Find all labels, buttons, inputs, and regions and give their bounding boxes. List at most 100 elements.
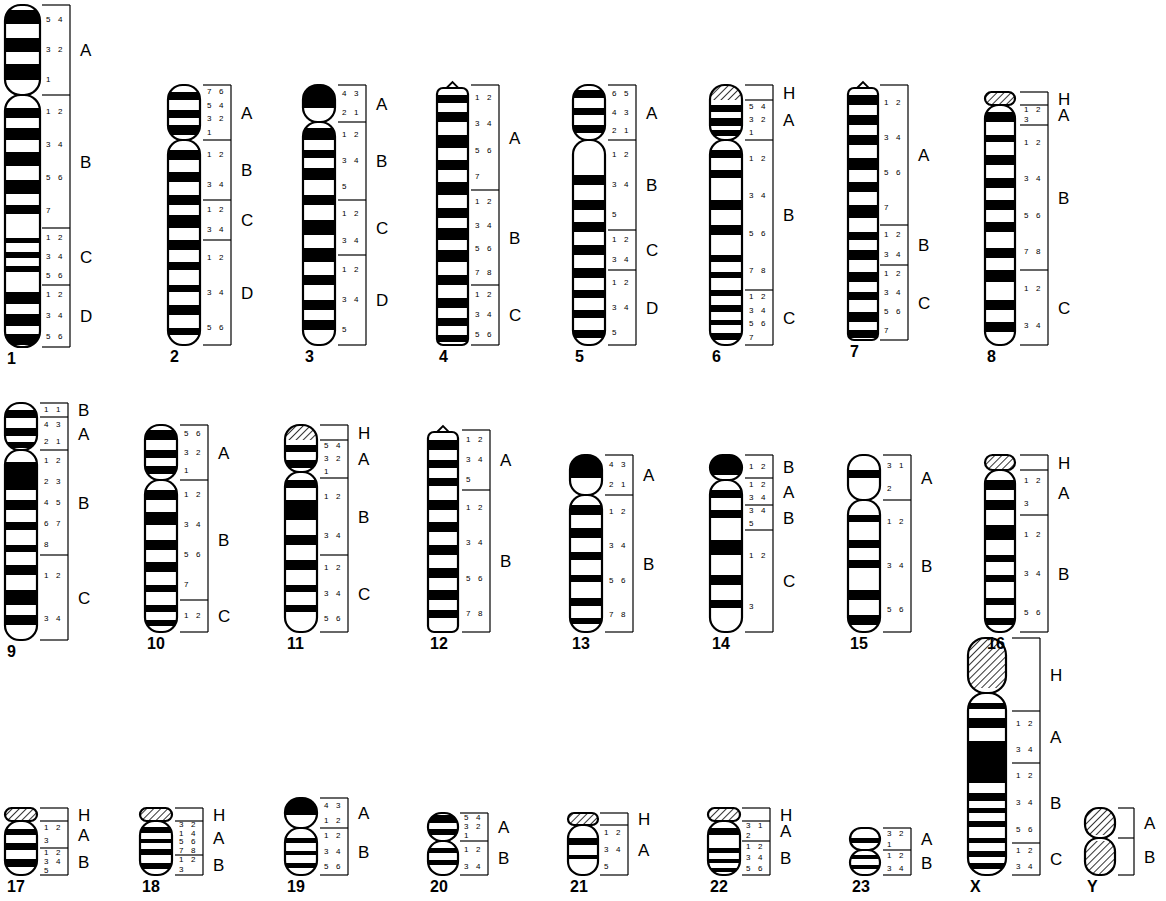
light-band (708, 808, 740, 875)
dark-band (168, 285, 200, 292)
band-number: 5 (612, 211, 616, 219)
band-number: 4 (612, 109, 616, 117)
band-pattern (570, 455, 602, 632)
chromosome-outline (568, 825, 598, 875)
band-number: 3 (46, 253, 50, 261)
dark-band (437, 298, 468, 308)
dark-band (710, 320, 742, 325)
bracket-tick (175, 807, 203, 808)
light-band (140, 808, 172, 875)
band-number: 1 (749, 463, 753, 471)
band-number: 5 (46, 174, 50, 182)
region-letter: A (783, 483, 794, 500)
chromosome-outline (5, 95, 40, 347)
band-number: 6 (1036, 212, 1040, 220)
bracket-tick (600, 874, 628, 875)
bracket-spine (365, 85, 366, 345)
band-number: 2 (196, 491, 200, 499)
dark-band (573, 310, 605, 318)
band-number: 2 (336, 493, 340, 501)
chromosome-number: 6 (712, 349, 721, 365)
band-number: 3 (207, 289, 211, 297)
chromosome-outline (285, 798, 317, 828)
region-letter: B (646, 177, 657, 194)
band-number: 3 (336, 802, 340, 810)
chromosome-outline (848, 455, 880, 500)
dark-band (5, 238, 40, 243)
band-number: 3 (749, 494, 753, 502)
region-letter: C (78, 589, 90, 606)
band-number: 4 (609, 461, 613, 469)
dark-band (437, 318, 468, 326)
bracket-tick (320, 477, 348, 478)
light-band (848, 455, 880, 632)
chromosome-outline (710, 140, 742, 345)
hatched-region (140, 808, 172, 821)
dark-band (5, 152, 40, 166)
dark-band (5, 38, 40, 52)
band-number: 5 (207, 324, 211, 332)
band-number: 4 (336, 442, 340, 450)
light-band (428, 432, 458, 632)
chromosome-ideogram (848, 82, 908, 340)
chromosome-outline (708, 808, 740, 821)
band-number: 3 (56, 421, 60, 429)
region-letter: B (218, 532, 229, 549)
band-number: 1 (475, 291, 479, 299)
dark-band (428, 545, 458, 555)
hatched-region (5, 808, 37, 821)
band-number: 3 (324, 848, 328, 856)
dark-band (573, 200, 605, 210)
band-number: 1 (475, 198, 479, 206)
bracket-spine (69, 5, 70, 347)
band-number: 1 (749, 293, 753, 301)
band-number: 2 (354, 266, 358, 274)
band-number: 3 (46, 312, 50, 320)
band-number: 2 (1028, 772, 1032, 780)
band-number: 1 (1016, 847, 1020, 855)
dark-band (570, 505, 602, 515)
bracket-tick (338, 84, 366, 85)
band-number: 4 (761, 494, 765, 502)
bracket-tick (1012, 637, 1040, 638)
dark-band (437, 335, 468, 342)
band-number: 6 (336, 615, 340, 623)
dark-band (428, 829, 458, 835)
band-number: 1 (207, 206, 211, 214)
region-letter: C (80, 248, 92, 265)
dark-band (710, 272, 742, 278)
dark-band (985, 222, 1015, 232)
dark-band (710, 510, 742, 518)
bracket-spine (498, 85, 499, 345)
band-number: 4 (219, 102, 223, 110)
band-number: 2 (354, 210, 358, 218)
chromosome-outline (848, 500, 880, 632)
band-number: 3 (475, 222, 479, 230)
bracket-tick (1118, 837, 1134, 838)
region-letter: B (921, 854, 932, 871)
region-letter: C (376, 219, 388, 236)
chromosome-outline (428, 813, 458, 841)
chromosome-outline (573, 85, 605, 140)
dark-band (848, 95, 878, 105)
band-number: 3 (342, 296, 346, 304)
dark-band (5, 565, 37, 575)
bracket-tick (471, 189, 499, 190)
dark-band (573, 175, 605, 185)
chromosome-outline (1085, 808, 1115, 838)
band-number: 5 (746, 865, 750, 873)
dark-band (168, 262, 200, 270)
dark-band (985, 598, 1015, 605)
dark-band (437, 275, 468, 285)
dark-band (848, 292, 878, 300)
hatched-region (568, 813, 598, 825)
band-number: 4 (354, 237, 358, 245)
dark-band (168, 328, 200, 335)
chromosome-number: 15 (850, 636, 868, 652)
chromosome-number: 2 (170, 349, 179, 365)
bracket-tick (1020, 514, 1048, 515)
band-number: 6 (1036, 609, 1040, 617)
dark-band (985, 200, 1015, 210)
band-number: 1 (46, 108, 50, 116)
dark-band (985, 525, 1015, 540)
